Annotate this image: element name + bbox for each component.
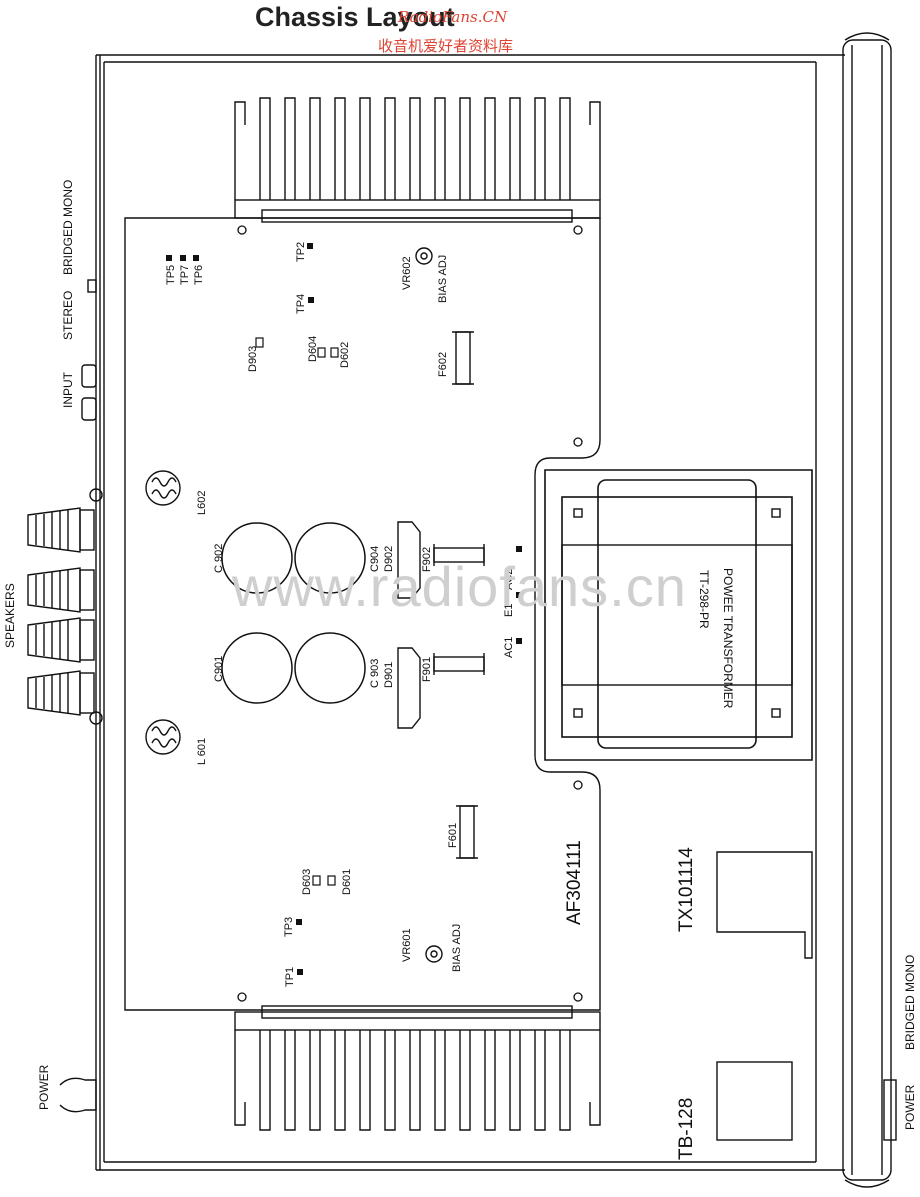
heatsink-fin [484,97,496,200]
label-tx: TX101114 [676,847,697,932]
heatsink-fin [334,97,346,200]
label-d903: D903 [247,346,259,372]
fuses [433,331,485,859]
label-f602: F602 [437,352,449,377]
power-transformer [561,479,793,749]
label-ac1: AC1 [503,637,515,658]
label-d901: D901 [383,662,395,688]
label-stereo: STEREO [61,291,75,340]
speaker-terminal [27,670,95,716]
heatsink-fin [459,97,471,200]
label-vr602: VR602 [401,256,413,290]
label-tp4: TP4 [295,294,307,314]
mounting-holes [237,225,583,1002]
heatsink-fin [509,1030,521,1131]
speaker-terminal [27,507,95,553]
heatsink-fin [359,97,371,200]
chassis-frame [95,32,897,1188]
heatsink-fin [409,1030,421,1131]
diodes [255,337,339,886]
label-e1: E1 [503,604,515,617]
label-speakers: SPEAKERS [3,583,17,648]
speaker-terminal [27,617,95,663]
heatsink-fin [534,1030,546,1131]
heatsink-fin [509,97,521,200]
label-power: POWER [37,1064,51,1110]
label-ac2: AC2 [503,569,515,590]
label-bridged-mono-bottom: BRIDGED MONO [903,955,917,1050]
label-d604: D604 [307,336,319,362]
heatsink-fin [384,1030,396,1131]
label-power-bottom: POWER [903,1084,917,1130]
label-f601: F601 [447,823,459,848]
transformer-plate [544,469,813,761]
label-tb: TB-128 [676,1098,697,1160]
rear-panel [27,279,103,1113]
label-f901: F901 [421,657,433,682]
inductors [145,470,181,755]
bridge-rectifiers [397,521,421,729]
heatsink-fin [559,1030,571,1131]
heatsink-fin [334,1030,346,1131]
label-bridged-mono: BRIDGED MONO [61,180,75,275]
label-tp6: TP6 [193,265,205,285]
heatsink-fin [284,97,296,200]
label-tp5: TP5 [165,265,177,285]
watermark-site: RadioFans.CN [398,8,508,26]
heatsink-fin [434,97,446,200]
heatsink-fin [534,97,546,200]
heatsink-fin [359,1030,371,1131]
test-points [166,243,522,975]
label-transformer-name: POWEE TRANSFORMER [721,568,735,709]
label-c901: C901 [213,656,225,682]
label-c904: C904 [369,546,381,572]
heatsink-fin [384,97,396,200]
label-tp3: TP3 [283,917,295,937]
label-tp7: TP7 [179,265,191,285]
label-bias-adj-top: BIAS ADJ [437,255,449,303]
label-tp1: TP1 [284,967,296,987]
watermark-url: www.radiofans.cn [232,555,687,618]
heatsink-fin [459,1030,471,1131]
bias-pots [415,247,443,963]
label-f902: F902 [421,547,433,572]
heatsink-fin [559,97,571,200]
label-board: AF304111 [564,840,585,925]
heatsink-top [234,97,601,223]
label-transformer-model: TT-298-PR [697,570,711,629]
pcb-outline [124,217,601,1011]
heatsink-fin [484,1030,496,1131]
tx-board [716,851,813,959]
heatsink-bottom [234,1005,601,1131]
heatsink-fin [309,1030,321,1131]
filter-capacitors [221,522,366,704]
label-d603: D603 [301,869,313,895]
label-c902: C 902 [213,544,225,573]
label-d902: D902 [383,546,395,572]
heatsink-fin [284,1030,296,1131]
component-labels: INPUT STEREO BRIDGED MONO SPEAKERS POWER… [3,180,917,1160]
label-l602: L602 [196,491,208,515]
watermark-cn: 收音机爱好者资料库 [378,37,514,55]
label-c903: C 903 [369,659,381,688]
heatsink-fin [434,1030,446,1131]
label-l601: L 601 [196,738,208,765]
heatsink-fin [259,97,271,200]
label-tp2: TP2 [295,242,307,262]
tb-board [716,1061,793,1141]
speaker-terminal [27,567,95,613]
label-d602: D602 [339,342,351,368]
heatsink-fin [309,97,321,200]
heatsink-fin [259,1030,271,1131]
label-input: INPUT [61,371,75,408]
heatsink-fin [409,97,421,200]
page-title: Chassis Layout [255,2,455,32]
label-d601: D601 [341,869,353,895]
label-bias-adj-bottom: BIAS ADJ [451,924,463,972]
label-vr601: VR601 [401,928,413,962]
